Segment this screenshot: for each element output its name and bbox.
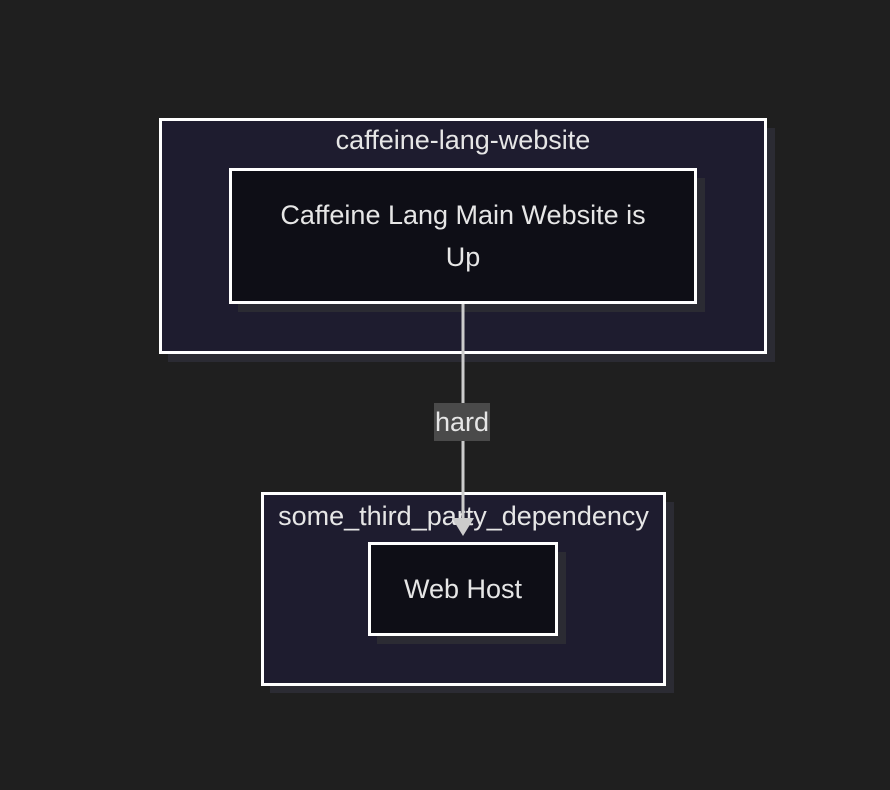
edge-label: hard: [434, 403, 491, 441]
node-label: Web Host: [403, 574, 523, 604]
cluster-label: caffeine-lang-website: [335, 125, 591, 155]
node-web-host[interactable]: Web Host: [368, 542, 558, 636]
cluster-label: some_third_party_dependency: [278, 501, 649, 531]
node-main-website[interactable]: Caffeine Lang Main Website is Up: [229, 168, 697, 304]
node-label: Caffeine Lang Main Website is Up: [280, 200, 646, 272]
